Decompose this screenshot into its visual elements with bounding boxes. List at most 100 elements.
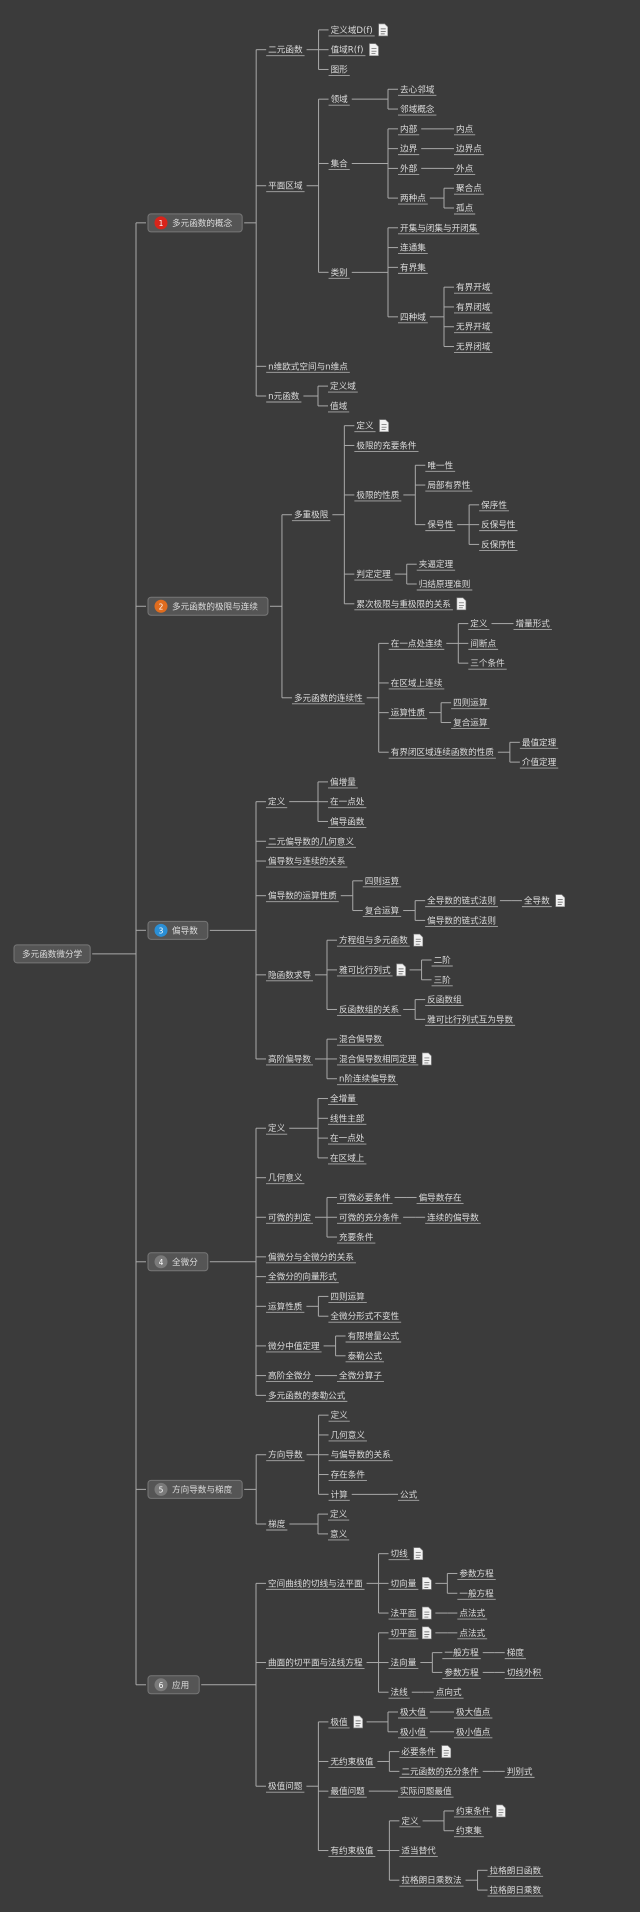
node-label[interactable]: 三个条件: [470, 657, 505, 669]
note-icon[interactable]: [413, 933, 424, 947]
node-label[interactable]: 极值问题: [268, 1780, 303, 1792]
note-icon[interactable]: [422, 1052, 432, 1066]
node-label[interactable]: 增量形式: [516, 618, 551, 630]
note-icon[interactable]: [422, 1606, 432, 1620]
node-label[interactable]: 拉格朗日乘数法: [401, 1874, 462, 1886]
node-label[interactable]: 雅可比行列式互为导数: [427, 1013, 513, 1025]
node-label[interactable]: 几何意义: [331, 1429, 366, 1441]
node-label[interactable]: 有约束极值: [330, 1845, 373, 1857]
node-label[interactable]: 曲面的切平面与法线方程: [268, 1657, 363, 1669]
note-icon[interactable]: [555, 894, 566, 907]
node-label[interactable]: 复合运算: [453, 717, 488, 729]
node-label[interactable]: 内部: [400, 123, 418, 135]
note-icon[interactable]: [496, 1804, 506, 1818]
node-label[interactable]: 线性主部: [330, 1112, 365, 1124]
node-label[interactable]: 有界闭域: [456, 301, 491, 313]
node-label[interactable]: 全微分形式不变性: [330, 1310, 399, 1322]
node-label[interactable]: 反保号性: [481, 519, 516, 531]
node-label[interactable]: 定义: [470, 618, 488, 630]
node-label[interactable]: 参数方程: [444, 1666, 479, 1678]
node-label[interactable]: n阶连续偏导数: [339, 1073, 396, 1085]
node-label[interactable]: 反函数组的关系: [339, 1003, 400, 1015]
node-label[interactable]: 极限的性质: [356, 489, 399, 501]
note-icon[interactable]: [396, 963, 406, 977]
node-label[interactable]: 二元函数: [268, 44, 303, 56]
node-label[interactable]: 偏微分与全微分的关系: [268, 1251, 354, 1263]
node-label[interactable]: 局部有界性: [427, 479, 470, 491]
node-label[interactable]: 定义域: [330, 380, 356, 392]
node-label[interactable]: 邻域概念: [400, 103, 435, 115]
node-label[interactable]: 累次极限与重极限的关系: [356, 598, 451, 610]
node-label[interactable]: 四种域: [400, 311, 426, 323]
node-label[interactable]: 孤点: [456, 202, 474, 214]
node-label[interactable]: 点向式: [436, 1686, 462, 1698]
node-label[interactable]: 与偏导数的关系: [331, 1449, 392, 1461]
note-icon[interactable]: [422, 1577, 432, 1590]
node-label[interactable]: 四则运算: [365, 875, 400, 887]
node-label[interactable]: 无界闭域: [456, 341, 491, 353]
node-label[interactable]: 可微的充分条件: [339, 1211, 400, 1223]
node-label[interactable]: 极限的充要条件: [356, 439, 417, 451]
node-label[interactable]: 极大值: [400, 1706, 426, 1718]
node-label[interactable]: 几何意义: [268, 1172, 303, 1184]
node-label[interactable]: 极小值: [400, 1726, 426, 1738]
node-label[interactable]: 存在条件: [331, 1469, 366, 1481]
node-label[interactable]: 必要条件: [401, 1746, 436, 1758]
node-label[interactable]: 偏增量: [330, 776, 356, 788]
node-label[interactable]: n元函数: [268, 390, 300, 402]
node-label[interactable]: 拉格朗日乘数: [490, 1884, 542, 1896]
node-label[interactable]: 在区域上: [330, 1152, 365, 1164]
node-label[interactable]: 方程组与多元函数: [339, 934, 408, 946]
node-label[interactable]: 多元函数的连续性: [294, 692, 363, 704]
node-label[interactable]: 间断点: [470, 637, 496, 649]
node-label[interactable]: 二元偏导数的几何意义: [268, 835, 354, 847]
node-label[interactable]: 约束条件: [456, 1805, 491, 1817]
note-icon[interactable]: [422, 1626, 432, 1640]
node-label[interactable]: 意义: [330, 1528, 348, 1540]
node-label[interactable]: 混合偏导数相同定理: [339, 1053, 417, 1065]
node-label[interactable]: 判别式: [507, 1765, 533, 1777]
node-label[interactable]: 切平面: [391, 1628, 417, 1639]
node-label[interactable]: 多元函数的泰勒公式: [268, 1389, 346, 1401]
note-icon[interactable]: [456, 597, 467, 611]
node-label[interactable]: 保号性: [427, 519, 453, 531]
note-icon[interactable]: [353, 1715, 363, 1729]
node-label[interactable]: 边界: [400, 144, 418, 155]
node-label[interactable]: 开集与闭集与开闭集: [400, 222, 478, 234]
node-label[interactable]: 定义: [330, 1508, 348, 1520]
node-label[interactable]: 雅可比行列式: [339, 964, 391, 976]
node-label[interactable]: n维欧式空间与n维点: [268, 360, 348, 372]
node-label[interactable]: 类别: [331, 266, 348, 278]
node-label[interactable]: 适当替代: [401, 1845, 436, 1857]
node-label[interactable]: 定义: [268, 1122, 286, 1134]
note-icon[interactable]: [441, 1745, 452, 1758]
node-label[interactable]: 定义: [331, 1409, 349, 1421]
node-label[interactable]: 内点: [456, 123, 474, 135]
node-label[interactable]: 极大值点: [456, 1706, 491, 1718]
node-label[interactable]: 无界开域: [456, 321, 491, 333]
node-label[interactable]: 反保序性: [481, 538, 516, 550]
node-label[interactable]: 三阶: [434, 974, 452, 986]
node-label[interactable]: 偏导数的链式法则: [427, 914, 496, 926]
node-label[interactable]: 定义域D(f): [331, 24, 373, 36]
node-label[interactable]: 偏导数的运算性质: [268, 890, 337, 902]
node-label[interactable]: 切线外积: [507, 1666, 542, 1678]
node-label[interactable]: 高阶全微分: [268, 1370, 311, 1382]
node-label[interactable]: 约束集: [456, 1825, 482, 1837]
node-label[interactable]: 外点: [456, 162, 474, 174]
node-label[interactable]: 领域: [331, 93, 349, 105]
node-label[interactable]: 高阶偏导数: [268, 1053, 311, 1065]
node-label[interactable]: 全导数的链式法则: [427, 895, 496, 907]
node-label[interactable]: 最值问题: [330, 1785, 365, 1797]
node-label[interactable]: 在区域上连续: [391, 677, 443, 689]
node-label[interactable]: 外部: [400, 162, 418, 174]
node-label[interactable]: 拉格朗日函数: [490, 1864, 542, 1876]
node-label[interactable]: 梯度: [507, 1647, 525, 1659]
node-label[interactable]: 点法式: [459, 1627, 485, 1639]
node-label[interactable]: 全微分的向量形式: [268, 1271, 337, 1283]
node-label[interactable]: 定义: [401, 1815, 419, 1827]
node-label[interactable]: 有限增量公式: [348, 1330, 400, 1342]
